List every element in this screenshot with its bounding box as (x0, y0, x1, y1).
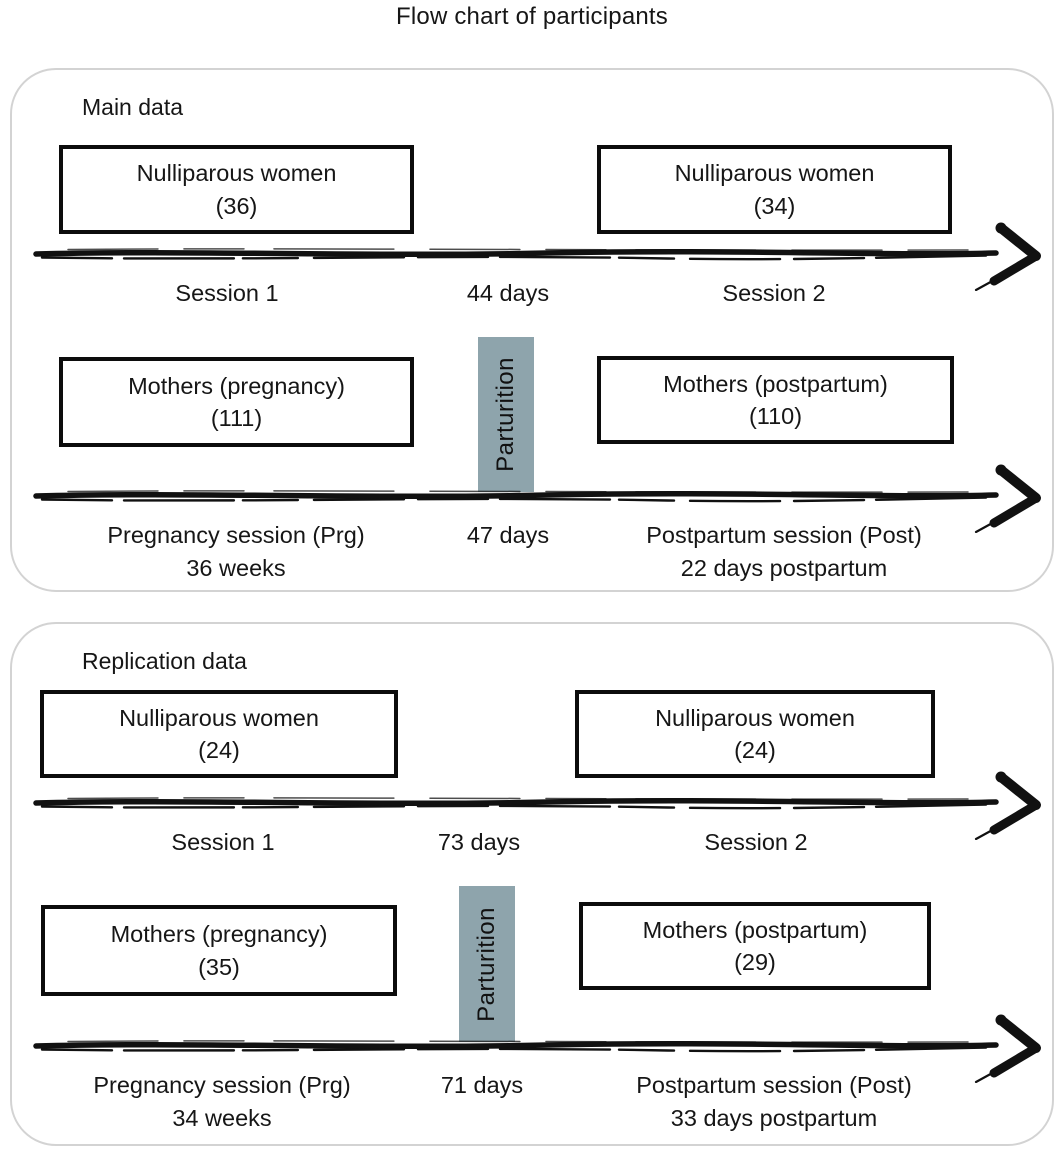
timeline-label-left: Session 1 (175, 277, 278, 310)
group-count: (110) (748, 403, 803, 429)
label-line1: Session 1 (175, 280, 279, 306)
label-line1: 47 days (466, 522, 550, 548)
group-count: (24) (734, 737, 776, 763)
mothers-pregnancy-box: Mothers (pregnancy) (35) (41, 905, 397, 996)
group-count: (29) (734, 949, 776, 975)
label-line2: 36 weeks (186, 555, 286, 582)
timeline-label-interval: 47 days (467, 519, 549, 552)
label-line2: 33 days postpartum (670, 1105, 878, 1132)
group-count: (35) (198, 953, 240, 980)
panel-label: Replication data (82, 648, 247, 674)
label-line1: Pregnancy session (Prg) (107, 522, 365, 548)
timeline-label-right: Postpartum session (Post) 22 days postpa… (646, 519, 922, 586)
group-name: Mothers (pregnancy) (110, 921, 328, 948)
group-count: (36) (215, 192, 258, 219)
group-name: Nulliparous women (136, 160, 337, 187)
group-name: Mothers (postpartum) (642, 916, 868, 943)
timeline-label-left: Pregnancy session (Prg) 36 weeks (107, 519, 364, 586)
timeline-label-left: Session 1 (171, 826, 274, 859)
label-line1: Session 2 (704, 829, 808, 855)
label-line1: Postpartum session (Post) (646, 522, 922, 548)
label-line1: 71 days (440, 1072, 524, 1098)
nulliparous-pre-box: Nulliparous women (36) (59, 145, 414, 234)
label-line1: Session 2 (722, 280, 826, 306)
timeline-label-right: Postpartum session (Post) 33 days postpa… (636, 1069, 912, 1136)
timeline-label-left: Pregnancy session (Prg) 34 weeks (93, 1069, 350, 1136)
timeline-label-interval: 44 days (467, 277, 549, 310)
label-line1: Postpartum session (Post) (636, 1072, 912, 1098)
label-line1: Pregnancy session (Prg) (93, 1072, 351, 1098)
timeline-label-right: Session 2 (704, 826, 807, 859)
group-name: Nulliparous women (119, 704, 319, 731)
parturition-label: Parturition (492, 357, 519, 472)
label-line2: 34 weeks (172, 1105, 272, 1132)
group-name: Mothers (pregnancy) (128, 372, 345, 399)
main-data-panel: Main data Nulliparous women (36) Nullipa… (10, 68, 1054, 592)
group-name: Mothers (postpartum) (663, 370, 888, 397)
label-line1: 44 days (466, 280, 550, 306)
timeline-label-interval: 73 days (438, 826, 520, 859)
mothers-postpartum-box: Mothers (postpartum) (29) (579, 902, 931, 990)
nulliparous-post-box: Nulliparous women (34) (597, 145, 952, 234)
replication-data-panel: Replication data Nulliparous women (24) … (10, 622, 1054, 1146)
panel-label: Main data (82, 94, 184, 120)
nulliparous-pre-box: Nulliparous women (24) (40, 690, 398, 778)
group-name: Nulliparous women (674, 160, 875, 187)
timeline-label-interval: 71 days (441, 1069, 523, 1102)
figure-title: Flow chart of participants (396, 3, 668, 30)
mothers-postpartum-box: Mothers (postpartum) (110) (597, 356, 954, 444)
parturition-label: Parturition (473, 906, 500, 1022)
timeline-label-right: Session 2 (722, 277, 825, 310)
parturition-bar: Parturition (459, 886, 515, 1042)
label-line1: Session 1 (171, 829, 275, 855)
group-name: Nulliparous women (655, 704, 855, 731)
mothers-pregnancy-box: Mothers (pregnancy) (111) (59, 357, 414, 447)
group-count: (34) (753, 192, 796, 219)
label-line1: 73 days (437, 829, 521, 855)
nulliparous-post-box: Nulliparous women (24) (575, 690, 935, 778)
group-count: (111) (210, 405, 263, 431)
label-line2: 22 days postpartum (680, 555, 888, 582)
group-count: (24) (198, 737, 240, 763)
parturition-bar: Parturition (478, 337, 534, 492)
